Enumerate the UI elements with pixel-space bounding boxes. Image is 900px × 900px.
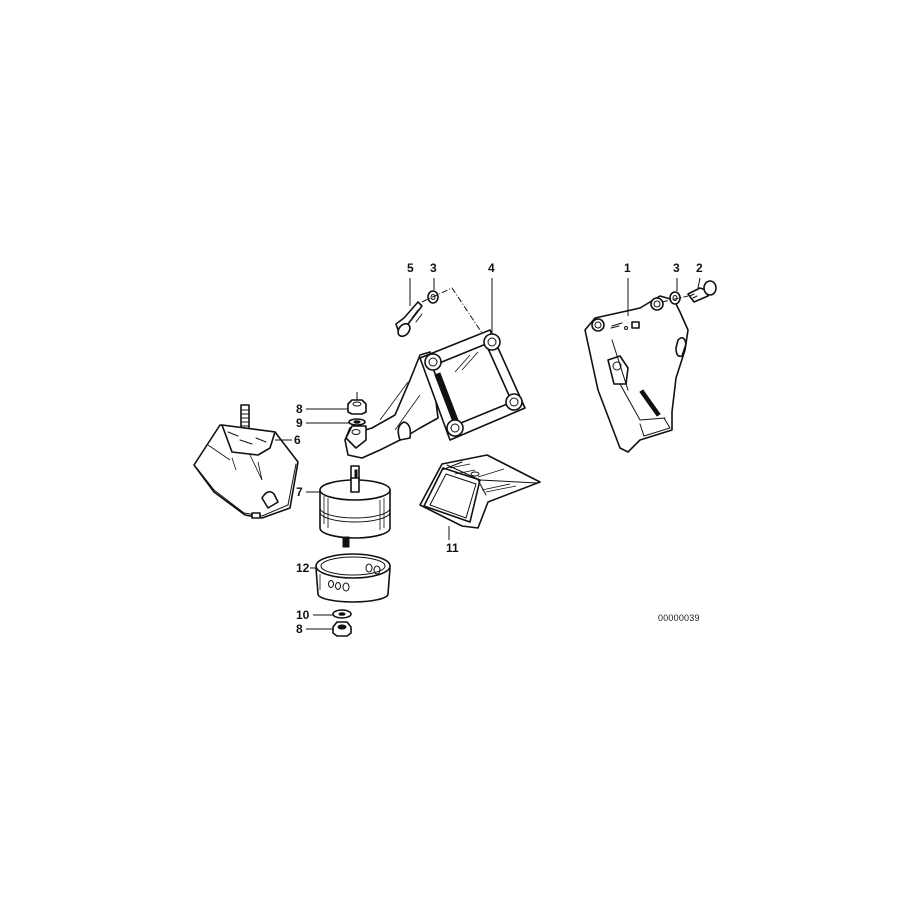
engine-support-bracket-left-part[interactable] [344, 329, 526, 459]
washer-lower-part[interactable] [332, 609, 352, 619]
bolt-right-part[interactable] [687, 280, 717, 303]
bolt-left-part[interactable] [395, 301, 423, 339]
callout-6-rubber-mount[interactable]: 6 [294, 433, 301, 447]
assembly-line-left [421, 287, 491, 346]
callout-12-mount-cup[interactable]: 12 [296, 561, 310, 575]
callout-9-washer-upper[interactable]: 9 [296, 416, 303, 430]
engine-mount-cylindrical-part[interactable] [319, 465, 391, 548]
hex-nut-lower-part[interactable] [332, 621, 352, 637]
callout-3-washer-left[interactable]: 3 [430, 261, 437, 275]
heat-shield-part[interactable] [419, 454, 541, 529]
engine-support-bracket-right-part[interactable] [584, 295, 689, 453]
callout-8-nut-lower[interactable]: 8 [296, 622, 303, 636]
diagram-code: 00000039 [658, 613, 700, 623]
callout-4-bracket-left[interactable]: 4 [488, 261, 495, 275]
callout-3-washer-right[interactable]: 3 [673, 261, 680, 275]
mount-cup-part[interactable] [315, 553, 391, 603]
hex-nut-upper-part[interactable] [347, 392, 367, 415]
callout-5-bolt[interactable]: 5 [407, 261, 414, 275]
callout-10-washer-lower[interactable]: 10 [296, 608, 310, 622]
callout-11-heat-shield[interactable]: 11 [446, 541, 459, 555]
washer-right-part[interactable] [669, 291, 681, 305]
callout-2-bolt-right[interactable]: 2 [696, 261, 703, 275]
leader-2 [697, 277, 701, 289]
assembly-line-right [661, 295, 689, 303]
leader-lines [275, 277, 701, 630]
engine-mount-rubber-part[interactable] [193, 404, 299, 519]
callout-1-bracket-right[interactable]: 1 [624, 261, 631, 275]
callout-8-nut-upper[interactable]: 8 [296, 402, 303, 416]
washer-upper-part[interactable] [348, 418, 366, 426]
callout-7-cylindrical-mount[interactable]: 7 [296, 485, 303, 499]
